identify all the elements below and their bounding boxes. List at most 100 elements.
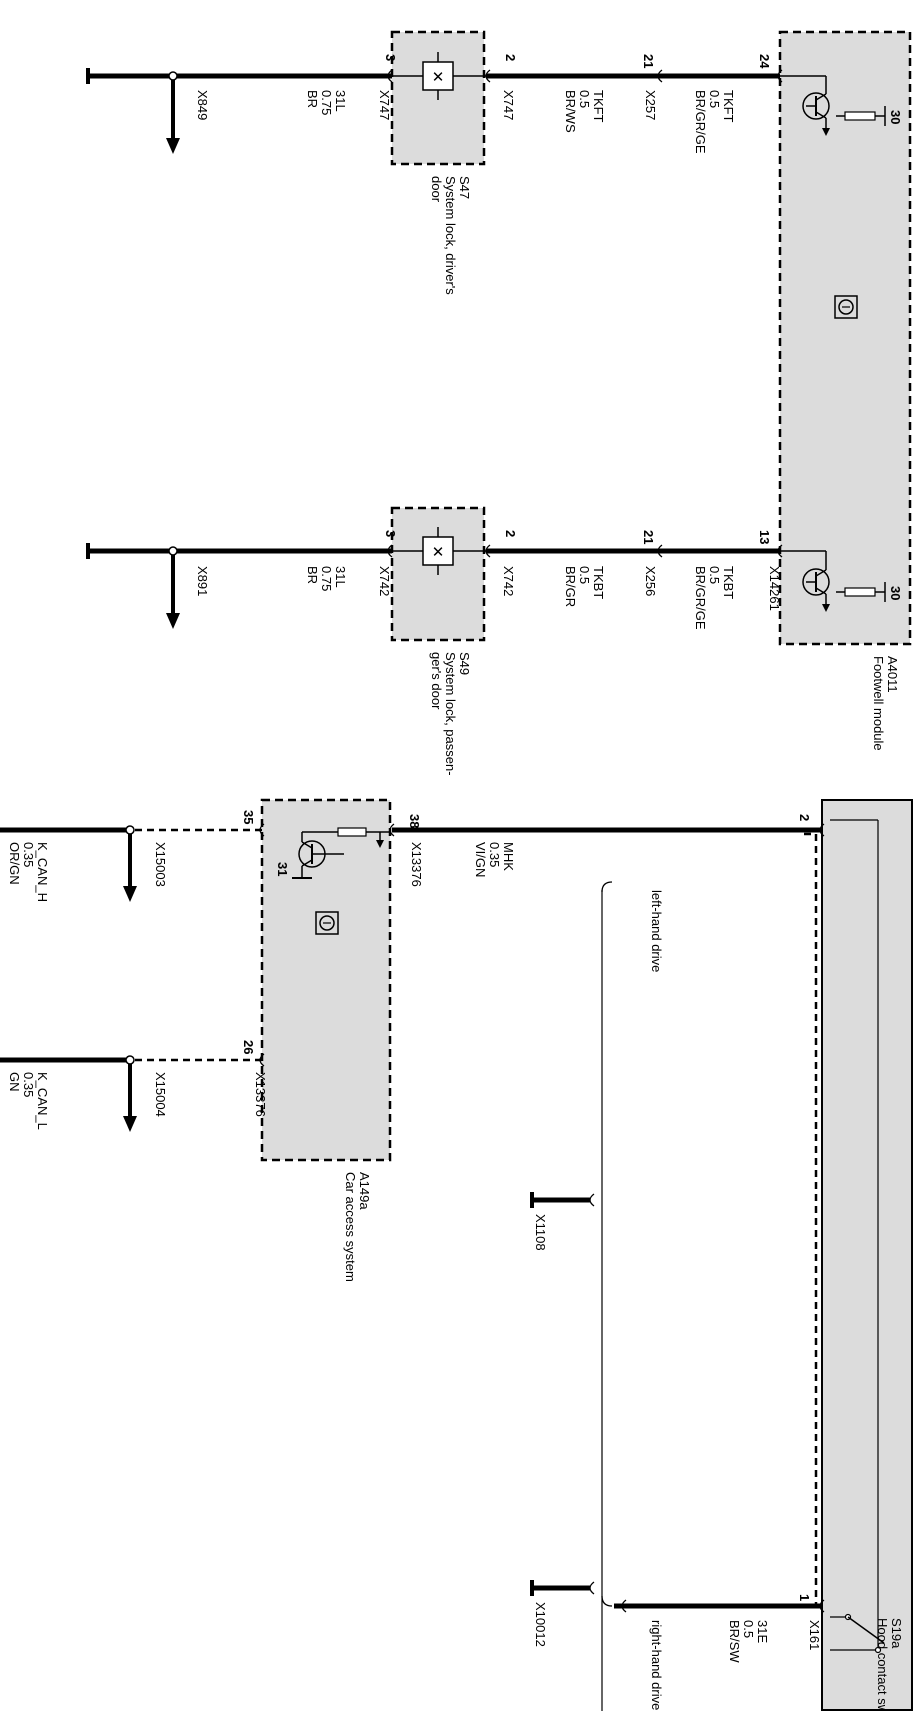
system-lock-drivers-door: ✕ bbox=[390, 30, 486, 166]
component-id: S49 bbox=[457, 652, 472, 675]
pin-label: 21 bbox=[641, 530, 656, 544]
signal-label: 31L bbox=[333, 566, 348, 588]
ground-label: X1108 bbox=[533, 1214, 548, 1251]
component-name: ger's door bbox=[429, 652, 444, 710]
pin-label: 13 bbox=[757, 530, 772, 544]
connector-label: X13376 bbox=[409, 842, 424, 887]
signal-label: MHK bbox=[501, 842, 516, 871]
signal-label: 31E bbox=[755, 1620, 770, 1643]
connector-symbol bbox=[819, 1599, 825, 1613]
component-name: System lock, passen- bbox=[443, 652, 458, 776]
system-lock-passengers-door: ✕ bbox=[390, 506, 486, 642]
connector-label: X256 bbox=[643, 566, 658, 596]
variant-label: left-hand drive bbox=[649, 890, 664, 972]
size-label: 0.75 bbox=[319, 90, 334, 115]
connector-symbol bbox=[589, 1193, 595, 1207]
color-label: OR/GN bbox=[7, 842, 22, 885]
size-label: 0.35 bbox=[21, 1072, 36, 1097]
connector-label: X747 bbox=[377, 90, 392, 120]
component-name: Footwell module bbox=[871, 656, 886, 751]
component-id: A149a bbox=[357, 1172, 372, 1210]
color-label: BR bbox=[305, 566, 320, 584]
connector-symbol bbox=[259, 1053, 265, 1067]
connector-label: X742 bbox=[501, 566, 516, 596]
connector-label: X14261 bbox=[767, 566, 782, 611]
arrow-icon bbox=[166, 138, 180, 154]
transistor-icon bbox=[776, 550, 886, 612]
pin-label: 30 bbox=[888, 110, 903, 124]
connector-symbol bbox=[485, 544, 491, 558]
color-label: BR bbox=[305, 90, 320, 108]
connector-label: X257 bbox=[643, 90, 658, 120]
signal-label: TKFT bbox=[591, 90, 606, 123]
control-unit-icon bbox=[315, 911, 339, 935]
hood-contact-switch bbox=[821, 799, 913, 1711]
signal-label: 31L bbox=[333, 90, 348, 112]
connector-symbol bbox=[657, 69, 663, 83]
connector-symbol bbox=[657, 544, 663, 558]
connector-symbol bbox=[621, 1599, 627, 1613]
footwell-module bbox=[776, 30, 912, 646]
ground-label: X10012 bbox=[533, 1602, 548, 1647]
size-label: 0.5 bbox=[577, 90, 592, 108]
ground-label: X891 bbox=[195, 566, 210, 596]
signal-label: TKFT bbox=[721, 90, 736, 123]
pin-label: 2 bbox=[503, 54, 518, 61]
pin-label: 24 bbox=[757, 54, 772, 69]
component-name: door bbox=[429, 176, 444, 203]
color-label: GN bbox=[7, 1072, 22, 1092]
ground-label: X849 bbox=[195, 90, 210, 120]
connector-symbol bbox=[259, 823, 265, 837]
switch-contact-icon bbox=[847, 1616, 885, 1644]
connector-symbol bbox=[819, 823, 825, 837]
signal-label: K_CAN_L bbox=[35, 1072, 50, 1130]
signal-label: TKBT bbox=[721, 566, 736, 599]
transistor-icon bbox=[292, 827, 390, 879]
pin-label: 21 bbox=[641, 54, 656, 68]
size-label: 0.35 bbox=[487, 842, 502, 867]
control-unit-icon bbox=[834, 295, 858, 319]
size-label: 0.5 bbox=[577, 566, 592, 584]
pin-label: 2 bbox=[797, 814, 812, 821]
pin-label: 38 bbox=[407, 814, 422, 828]
lock-switch-icon: ✕ bbox=[432, 543, 445, 561]
transistor-icon bbox=[776, 75, 886, 136]
bracket-tip bbox=[601, 881, 613, 893]
pin-label: 26 bbox=[241, 1040, 256, 1054]
size-label: 0.5 bbox=[707, 90, 722, 108]
pin-label: 1 bbox=[797, 1594, 812, 1601]
size-label: 0.35 bbox=[21, 842, 36, 867]
connector-symbol bbox=[485, 69, 491, 83]
color-label: BR/SW bbox=[727, 1620, 742, 1663]
pin-label: 2 bbox=[503, 530, 518, 537]
connector-symbol bbox=[777, 69, 783, 83]
signal-label: TKBT bbox=[591, 566, 606, 599]
connector-label: X15003 bbox=[153, 842, 168, 887]
component-id: S47 bbox=[457, 176, 472, 199]
color-label: BR/GR/GE bbox=[693, 566, 708, 630]
component-id: S19a bbox=[889, 1618, 904, 1649]
color-label: BR/GR bbox=[563, 566, 578, 607]
pin-label: 3 bbox=[383, 530, 398, 537]
connector-label: X15004 bbox=[153, 1072, 168, 1117]
pin-label: 3 bbox=[383, 54, 398, 61]
component-name: Hood contact switch bbox=[875, 1618, 890, 1711]
signal-label: K_CAN_H bbox=[35, 842, 50, 902]
connector-label: X747 bbox=[501, 90, 516, 120]
car-access-system: 31 bbox=[260, 798, 392, 1162]
size-label: 0.5 bbox=[707, 566, 722, 584]
connector-label: X742 bbox=[377, 566, 392, 596]
pin-label: 35 bbox=[241, 810, 256, 824]
connector-label: X13376 bbox=[253, 1072, 268, 1117]
size-label: 0.75 bbox=[319, 566, 334, 591]
color-label: BR/GR/GE bbox=[693, 90, 708, 154]
size-label: 0.5 bbox=[741, 1620, 756, 1638]
connector-symbol bbox=[777, 544, 783, 558]
lock-switch-icon: ✕ bbox=[432, 68, 445, 86]
arrow-icon bbox=[123, 1116, 137, 1132]
component-name: Car access system bbox=[343, 1172, 358, 1282]
component-name: System lock, driver's bbox=[443, 176, 458, 295]
pin-label: 31 bbox=[275, 862, 290, 876]
arrow-icon bbox=[123, 886, 137, 902]
